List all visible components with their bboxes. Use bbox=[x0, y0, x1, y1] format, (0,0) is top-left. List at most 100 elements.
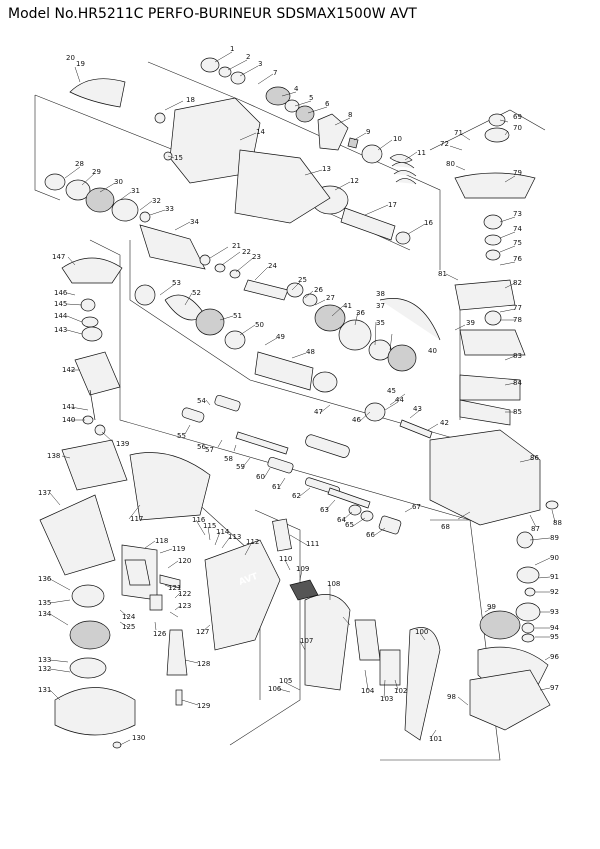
part-label: 101 bbox=[429, 735, 442, 743]
part-label: 34 bbox=[190, 218, 199, 226]
part-label: 79 bbox=[513, 169, 522, 177]
part-label: 115 bbox=[203, 522, 216, 530]
part-label: 118 bbox=[155, 537, 168, 545]
part-label: 97 bbox=[550, 684, 559, 692]
seal-rings-left bbox=[44, 173, 289, 301]
part-label: 23 bbox=[252, 253, 261, 261]
part-label: 77 bbox=[513, 304, 522, 312]
part-label: 117 bbox=[130, 515, 143, 523]
handle-parts bbox=[124, 518, 441, 741]
crank-housing bbox=[429, 329, 541, 526]
part-label: 46 bbox=[352, 416, 361, 424]
part-label: 14 bbox=[256, 128, 265, 136]
part-label: 61 bbox=[272, 483, 281, 491]
part-label: 143 bbox=[54, 326, 67, 334]
part-label: 64 bbox=[337, 516, 346, 524]
part-label: 146 bbox=[54, 289, 68, 297]
part-label: 36 bbox=[356, 309, 365, 317]
part-label: 95 bbox=[550, 633, 559, 641]
part-label: 19 bbox=[76, 60, 85, 68]
part-label: 7 bbox=[273, 69, 277, 77]
part-label: 104 bbox=[361, 687, 375, 695]
part-label: 144 bbox=[54, 312, 68, 320]
part-label: 136 bbox=[38, 575, 52, 583]
part-label: 89 bbox=[550, 534, 559, 542]
part-label: 85 bbox=[513, 408, 522, 416]
part-label: 17 bbox=[388, 201, 397, 209]
part-label: 120 bbox=[178, 557, 191, 565]
right-top-parts bbox=[454, 113, 536, 326]
part-label: 63 bbox=[320, 506, 329, 514]
part-label: 71 bbox=[454, 129, 463, 137]
part-label: 108 bbox=[327, 580, 340, 588]
part-label: 121 bbox=[168, 584, 181, 592]
part-label: 39 bbox=[466, 319, 475, 327]
part-label: 72 bbox=[440, 140, 449, 148]
part-label: 76 bbox=[513, 255, 522, 263]
leader-lines bbox=[49, 51, 556, 746]
part-label: 3 bbox=[258, 60, 262, 68]
part-label: 30 bbox=[114, 178, 123, 186]
top-chuck-parts bbox=[69, 57, 417, 245]
part-label: 132 bbox=[38, 665, 51, 673]
part-label: 58 bbox=[224, 455, 233, 463]
part-label: 55 bbox=[177, 432, 186, 440]
part-label: 127 bbox=[196, 628, 209, 636]
part-label: 124 bbox=[122, 613, 136, 621]
part-label: 86 bbox=[530, 454, 539, 462]
part-label: 96 bbox=[550, 653, 559, 661]
part-label: 103 bbox=[380, 695, 393, 703]
part-label: 52 bbox=[192, 289, 201, 297]
part-label: 59 bbox=[236, 463, 245, 471]
part-label: 128 bbox=[197, 660, 210, 668]
part-label: 133 bbox=[38, 656, 51, 664]
part-label: 43 bbox=[413, 405, 422, 413]
part-label: 84 bbox=[513, 379, 522, 387]
part-label: 99 bbox=[487, 603, 496, 611]
part-label: 69 bbox=[513, 113, 522, 121]
part-label: 68 bbox=[441, 523, 450, 531]
part-label: 138 bbox=[47, 452, 60, 460]
part-label: 40 bbox=[428, 347, 437, 355]
part-label: 60 bbox=[256, 473, 265, 481]
part-label: 129 bbox=[197, 702, 210, 710]
gear-assembly bbox=[469, 500, 559, 731]
part-label: 87 bbox=[531, 525, 540, 533]
part-label: 41 bbox=[343, 302, 352, 310]
part-label: 28 bbox=[75, 160, 84, 168]
part-label: 147 bbox=[52, 253, 65, 261]
part-label: 33 bbox=[165, 205, 174, 213]
part-label: 130 bbox=[132, 734, 145, 742]
part-label: 6 bbox=[325, 100, 330, 108]
part-label: 131 bbox=[38, 686, 51, 694]
part-label: 27 bbox=[326, 294, 335, 302]
part-label: 66 bbox=[366, 531, 375, 539]
part-label: 82 bbox=[513, 279, 522, 287]
part-label: 44 bbox=[395, 396, 404, 404]
part-label: 8 bbox=[348, 111, 352, 119]
part-label: 102 bbox=[394, 687, 407, 695]
part-label: 112 bbox=[246, 538, 259, 546]
part-label: 107 bbox=[300, 637, 313, 645]
part-label: 88 bbox=[553, 519, 562, 527]
part-label: 50 bbox=[255, 321, 264, 329]
part-label: 37 bbox=[376, 302, 385, 310]
part-label: 139 bbox=[116, 440, 129, 448]
part-label: 134 bbox=[38, 610, 52, 618]
part-label: 113 bbox=[228, 533, 241, 541]
part-label: 140 bbox=[62, 416, 75, 424]
page-title: Model No.HR5211C PERFO-BURINEUR SDSMAX15… bbox=[8, 6, 417, 22]
part-label: 145 bbox=[54, 300, 67, 308]
part-label: 137 bbox=[38, 489, 51, 497]
part-label: 67 bbox=[412, 503, 421, 511]
part-label: 47 bbox=[314, 408, 323, 416]
part-label: 90 bbox=[550, 554, 559, 562]
part-label: 111 bbox=[306, 540, 319, 548]
part-label: 83 bbox=[513, 352, 522, 360]
part-label: 74 bbox=[513, 225, 522, 233]
part-label: 12 bbox=[350, 177, 359, 185]
part-label: 20 bbox=[66, 54, 75, 62]
part-label: 51 bbox=[233, 312, 242, 320]
part-label: 122 bbox=[178, 590, 191, 598]
part-label: 9 bbox=[366, 128, 370, 136]
